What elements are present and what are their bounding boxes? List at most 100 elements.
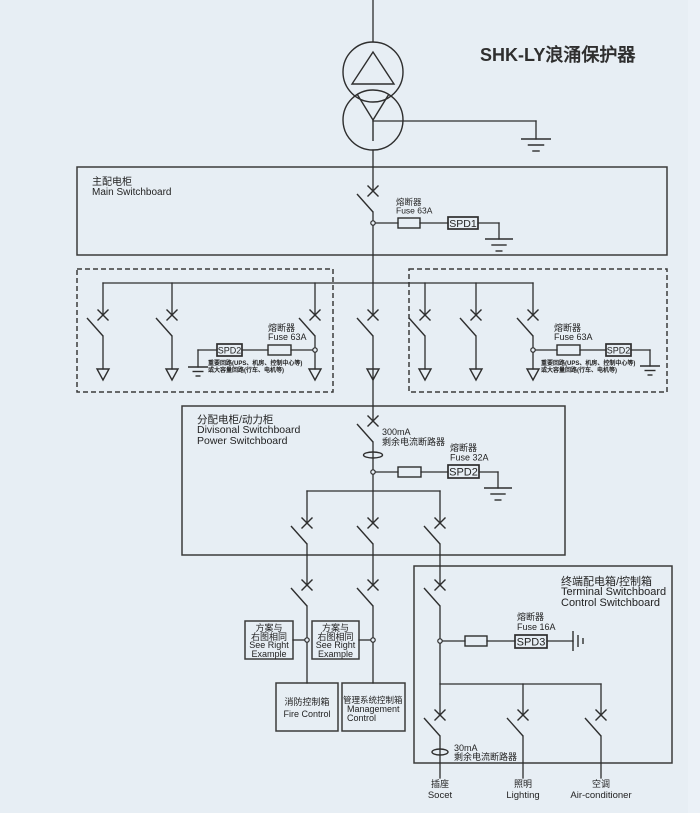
divisional-label-en-2: Power Switchboard — [197, 435, 288, 447]
junction-dot — [530, 347, 536, 353]
example-left-line3: See Right — [249, 640, 289, 650]
main-breaker-icon — [356, 185, 379, 213]
diagram-title: SHK-LY浪涌保护器 — [480, 44, 636, 65]
load-arrow-icon — [417, 368, 433, 382]
transformer-primary-winding — [342, 41, 404, 103]
terminal-rcd-rating: 30mA — [454, 743, 478, 753]
breaker-blade — [423, 587, 441, 607]
right-branch-note-line2: 或大容量回路(行车、电机等) — [541, 366, 617, 374]
main-fuse-rating: Fuse 63A — [396, 206, 433, 216]
left-fuse-label: 熔断器 — [268, 322, 295, 333]
fuse-icon — [397, 466, 422, 478]
fuse-icon — [556, 344, 581, 356]
ground-icon — [572, 631, 584, 651]
terminal-label-en-1: Terminal Switchboard — [561, 586, 666, 598]
ground-icon — [485, 238, 513, 252]
breaker-blade — [290, 525, 308, 545]
divisional-main-breaker-icon — [356, 415, 379, 443]
left-fuse-rating: Fuse 63A — [268, 332, 307, 342]
main-switchboard-label-en: Main Switchboard — [92, 187, 171, 198]
ground-icon — [188, 366, 208, 377]
circuit-breaker-icon — [423, 517, 446, 545]
breaker-contact-x-icon — [301, 517, 313, 529]
load-socket-label-en: Socet — [428, 790, 453, 801]
page-edge-strip — [688, 0, 700, 813]
rcd-core-icon — [431, 748, 449, 756]
surge-protector-box — [447, 464, 480, 479]
breaker-contact-x-icon — [367, 415, 379, 427]
surge-protector-box — [514, 634, 548, 649]
breaker-blade — [290, 587, 308, 607]
ground-icon — [484, 487, 512, 501]
breaker-contact-x-icon — [301, 579, 313, 591]
load-arrow-icon — [307, 368, 323, 382]
divisional-label-cn: 分配电柜/动力柜 — [197, 413, 273, 426]
breaker-contact-x-icon — [434, 709, 446, 721]
circuit-breaker-icon — [356, 517, 379, 545]
example-left-line1: 方案与 — [255, 622, 282, 633]
ground-icon — [640, 365, 660, 376]
junction-dot — [370, 220, 376, 226]
right-branch-group — [408, 268, 668, 393]
breaker-blade — [86, 317, 104, 337]
junction-dot — [304, 637, 310, 643]
breaker-contact-x-icon — [367, 309, 379, 321]
terminal-label-cn: 终端配电箱/控制箱 — [561, 574, 652, 588]
wires — [102, 0, 651, 779]
fuse-icon — [397, 217, 421, 229]
load-arrow-icon — [164, 368, 180, 382]
left-branch-note-line1: 重要回路(UPS、机房、控制中心等) — [208, 359, 302, 367]
breaker-contact-x-icon — [97, 309, 109, 321]
junction-dot — [437, 638, 443, 644]
breaker-contact-x-icon — [166, 309, 178, 321]
load-lighting-label-en: Lighting — [506, 790, 539, 801]
load-air-conditioner-label-en: Air-conditioner — [570, 790, 631, 801]
divisional-fuse-label: 熔断器 — [450, 442, 477, 453]
load-arrow-icon — [95, 368, 111, 382]
main-fuse-label: 熔断器 — [396, 197, 422, 207]
circuit-breaker-icon — [516, 309, 539, 337]
left-spd2-label: SPD2 — [218, 345, 242, 355]
breaker-blade — [298, 317, 316, 337]
circuit-breaker-icon — [298, 309, 321, 337]
circuit-breaker-icon — [584, 709, 607, 737]
junction-dot — [312, 347, 318, 353]
circuit-breaker-icon — [356, 309, 379, 337]
divisional-spd2-label: SPD2 — [449, 467, 478, 479]
load-socket-label-cn: 插座 — [431, 778, 449, 789]
example-right-line3: See Right — [316, 640, 356, 650]
left-branch-group — [76, 268, 334, 393]
breaker-contact-x-icon — [595, 709, 607, 721]
junction-points — [304, 220, 536, 644]
breaker-blade — [356, 525, 374, 545]
circuit-breaker-icon — [423, 709, 446, 737]
load-arrow-icon — [468, 368, 484, 382]
breaker-blade — [155, 317, 173, 337]
junction-dot — [370, 637, 376, 643]
right-fuse-label: 熔断器 — [554, 322, 581, 333]
terminal-rcd-label: 剩余电流断路器 — [454, 751, 517, 762]
surge-protector-box — [216, 343, 243, 357]
example-left-line4: Example — [251, 649, 286, 659]
breaker-blade — [356, 317, 374, 337]
wye-winding-icon — [356, 93, 374, 121]
circuit-breaker-icon — [290, 517, 313, 545]
divisional-fuse-rating: Fuse 32A — [450, 453, 489, 463]
breaker-contact-x-icon — [367, 579, 379, 591]
right-fuse-rating: Fuse 63A — [554, 332, 593, 342]
terminal-fuse-label: 熔断器 — [517, 611, 544, 622]
management-control-label-en-2: Control — [347, 713, 376, 723]
fire-control-label-en: Fire Control — [283, 709, 330, 719]
management-control-label-cn: 管理系统控制箱 — [343, 695, 403, 705]
load-arrow-icon — [365, 368, 381, 382]
fire-control-label-cn: 消防控制箱 — [284, 696, 329, 707]
breaker-blade — [423, 717, 441, 737]
load-lighting-label-cn: 照明 — [514, 779, 532, 789]
wye-winding-icon — [372, 93, 390, 121]
spd1-label: SPD1 — [449, 218, 477, 230]
breaker-blade — [584, 717, 602, 737]
spd3-label: SPD3 — [517, 637, 546, 649]
right-spd2-label: SPD2 — [607, 345, 631, 355]
circuit-breaker-icon — [459, 309, 482, 337]
circuit-breaker-icon — [356, 579, 379, 607]
